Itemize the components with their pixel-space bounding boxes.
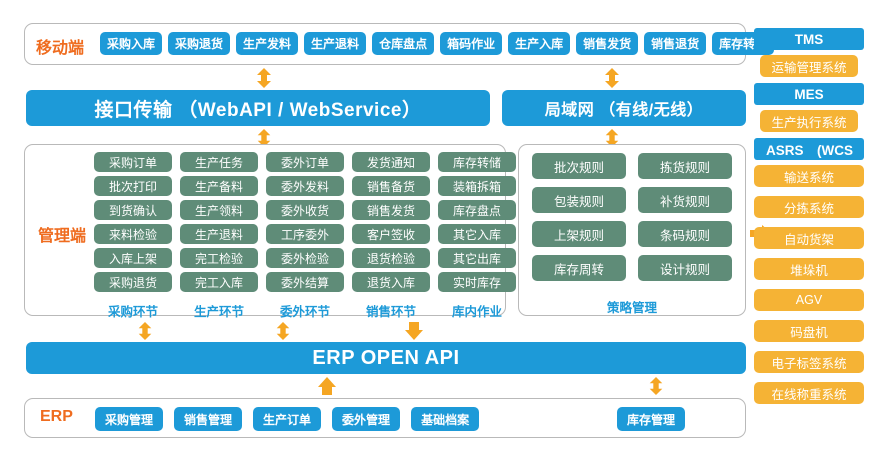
erp-chip[interactable]: 生产订单 <box>253 407 322 431</box>
management-chip[interactable]: 销售备货 <box>352 176 430 196</box>
mobile-chip[interactable]: 生产发料 <box>236 32 299 55</box>
management-chip[interactable]: 生产备料 <box>180 176 258 196</box>
management-column: 发货通知销售备货销售发货客户签收退货检验退货入库销售环节 <box>352 152 430 320</box>
sidebar-system-item[interactable]: 堆垛机 <box>754 258 864 280</box>
management-chip[interactable]: 委外发料 <box>266 176 344 196</box>
management-chip[interactable]: 采购退货 <box>94 272 172 292</box>
mobile-chip-row: 采购入库采购退货生产发料生产退料仓库盘点箱码作业生产入库销售发货销售退货库存转储 <box>100 32 775 55</box>
management-chip[interactable]: 客户签收 <box>352 224 430 244</box>
policy-chip-grid: 批次规则拣货规则包装规则补货规则上架规则条码规则库存周转设计规则 <box>532 153 732 281</box>
policy-chip[interactable]: 批次规则 <box>532 153 626 179</box>
arrow-api-to-management <box>256 129 272 147</box>
management-chip[interactable]: 批次打印 <box>94 176 172 196</box>
sidebar-system-item[interactable]: 运输管理系统 <box>760 55 858 77</box>
management-chip[interactable]: 委外订单 <box>266 152 344 172</box>
management-chip[interactable]: 完工检验 <box>180 248 258 268</box>
management-chip[interactable]: 生产任务 <box>180 152 258 172</box>
erp-chip[interactable]: 销售管理 <box>174 407 243 431</box>
mobile-chip[interactable]: 仓库盘点 <box>372 32 435 55</box>
erp-tier-label: ERP <box>40 408 73 425</box>
sidebar-system-item[interactable]: 生产执行系统 <box>760 110 858 132</box>
erp-inventory-chip[interactable]: 库存管理 <box>617 407 686 431</box>
management-chip[interactable]: 到货确认 <box>94 200 172 220</box>
sidebar-system-item[interactable]: AGV <box>754 289 864 311</box>
sidebar-system-item[interactable]: 输送系统 <box>754 165 864 187</box>
lan-transport-bar: 局域网 （有线/无线） <box>502 90 746 126</box>
management-tier-label: 管理端 <box>38 228 87 245</box>
management-column: 生产任务生产备料生产领料生产退料完工检验完工入库生产环节 <box>180 152 258 320</box>
mobile-chip[interactable]: 销售发货 <box>576 32 639 55</box>
management-column-title: 销售环节 <box>365 305 416 319</box>
arrow-lan-to-policy <box>604 129 620 147</box>
mobile-chip[interactable]: 箱码作业 <box>440 32 503 55</box>
management-chip[interactable]: 生产领料 <box>180 200 258 220</box>
sidebar-system-item[interactable]: 码盘机 <box>754 320 864 342</box>
arrow-management-to-openapi-left <box>137 322 153 340</box>
policy-chip[interactable]: 库存周转 <box>532 255 626 281</box>
policy-chip[interactable]: 条码规则 <box>638 221 732 247</box>
sidebar-group-header[interactable]: MES <box>754 83 864 105</box>
sidebar-group-header[interactable]: ASRS (WCS <box>754 138 864 160</box>
arrow-openapi-to-erp-right <box>648 377 664 395</box>
management-chip[interactable]: 工序委外 <box>266 224 344 244</box>
mobile-chip[interactable]: 生产退料 <box>304 32 367 55</box>
management-chip[interactable]: 发货通知 <box>352 152 430 172</box>
management-column-title: 委外环节 <box>279 305 330 319</box>
erp-open-api-bar: ERP OPEN API <box>26 342 746 374</box>
erp-chip[interactable]: 采购管理 <box>95 407 164 431</box>
management-chip[interactable]: 采购订单 <box>94 152 172 172</box>
arrow-mobile-to-lan <box>604 68 620 88</box>
management-chip[interactable]: 装箱拆箱 <box>438 176 516 196</box>
erp-chip-row: 采购管理销售管理生产订单委外管理基础档案 <box>95 407 480 431</box>
sidebar-system-item[interactable]: 在线称重系统 <box>754 382 864 404</box>
mobile-chip[interactable]: 生产入库 <box>508 32 571 55</box>
arrow-policy-to-openapi <box>405 322 423 340</box>
arrow-openapi-to-erp-left <box>318 377 336 395</box>
management-chip[interactable]: 实时库存 <box>438 272 516 292</box>
sidebar-system-item[interactable]: 电子标签系统 <box>754 351 864 373</box>
mobile-chip[interactable]: 采购入库 <box>100 32 163 55</box>
management-chip[interactable]: 来料检验 <box>94 224 172 244</box>
management-chip[interactable]: 入库上架 <box>94 248 172 268</box>
management-column-grid: 采购订单批次打印到货确认来料检验入库上架采购退货采购环节生产任务生产备料生产领料… <box>94 152 516 320</box>
management-chip[interactable]: 销售发货 <box>352 200 430 220</box>
mobile-tier-label: 移动端 <box>36 40 85 57</box>
management-chip[interactable]: 委外检验 <box>266 248 344 268</box>
sidebar-system-item[interactable]: 自动货架 <box>754 227 864 249</box>
management-column: 委外订单委外发料委外收货工序委外委外检验委外结算委外环节 <box>266 152 344 320</box>
management-column-title: 采购环节 <box>107 305 158 319</box>
sidebar-group-header[interactable]: TMS <box>754 28 864 50</box>
management-chip[interactable]: 库存转储 <box>438 152 516 172</box>
management-column: 库存转储装箱拆箱库存盘点其它入库其它出库实时库存库内作业 <box>438 152 516 320</box>
management-chip[interactable]: 完工入库 <box>180 272 258 292</box>
policy-title: 策略管理 <box>606 301 657 315</box>
management-chip[interactable]: 退货入库 <box>352 272 430 292</box>
policy-chip[interactable]: 补货规则 <box>638 187 732 213</box>
mobile-chip[interactable]: 采购退货 <box>168 32 231 55</box>
management-chip[interactable]: 其它出库 <box>438 248 516 268</box>
sidebar-system-item[interactable]: 分拣系统 <box>754 196 864 218</box>
management-chip[interactable]: 退货检验 <box>352 248 430 268</box>
management-chip[interactable]: 其它入库 <box>438 224 516 244</box>
policy-chip[interactable]: 上架规则 <box>532 221 626 247</box>
erp-chip[interactable]: 委外管理 <box>332 407 401 431</box>
management-column: 采购订单批次打印到货确认来料检验入库上架采购退货采购环节 <box>94 152 172 320</box>
external-systems-sidebar: TMS 运输管理系统 MES 生产执行系统 ASRS (WCS 输送系统分拣系统自动货架堆… <box>754 28 864 413</box>
management-chip[interactable]: 生产退料 <box>180 224 258 244</box>
erp-chip[interactable]: 基础档案 <box>411 407 480 431</box>
api-transport-bar: 接口传输 （WebAPI / WebService） <box>26 90 490 126</box>
arrow-mobile-to-api <box>256 68 272 88</box>
policy-chip[interactable]: 拣货规则 <box>638 153 732 179</box>
management-column-title: 库内作业 <box>451 305 502 319</box>
management-column-title: 生产环节 <box>193 305 244 319</box>
erp-right-chip-wrap: 库存管理 <box>617 407 686 431</box>
management-chip[interactable]: 委外收货 <box>266 200 344 220</box>
management-chip[interactable]: 委外结算 <box>266 272 344 292</box>
mobile-chip[interactable]: 销售退货 <box>644 32 707 55</box>
arrow-management-to-openapi-mid <box>275 322 291 340</box>
policy-chip[interactable]: 包装规则 <box>532 187 626 213</box>
management-chip[interactable]: 库存盘点 <box>438 200 516 220</box>
policy-chip[interactable]: 设计规则 <box>638 255 732 281</box>
